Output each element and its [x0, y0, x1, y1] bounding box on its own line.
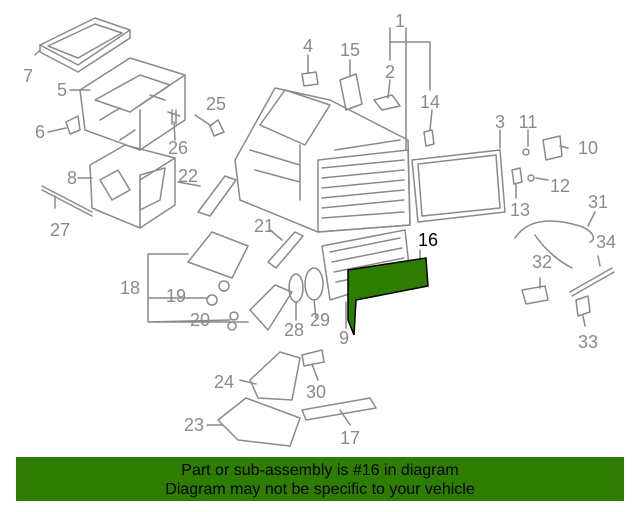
- callout-8[interactable]: 8: [67, 168, 77, 188]
- part-21-drawing: [267, 231, 304, 269]
- callout-15[interactable]: 15: [340, 40, 360, 60]
- banner-line-1: Part or sub-assembly is #16 in diagram: [181, 462, 459, 479]
- part-34-drawing: [569, 267, 615, 297]
- callout-labels: 1 2 3 4 5 6 7 8 9 10 11 12 13 14 15 16 1…: [23, 11, 616, 448]
- banner-line-2: Diagram may not be specific to your vehi…: [165, 481, 475, 498]
- part-6-drawing: [65, 115, 81, 135]
- callout-20[interactable]: 20: [190, 310, 210, 330]
- part-28-drawing: [288, 273, 304, 303]
- part-31-drawing: [514, 220, 595, 269]
- part-20b-drawing: [227, 321, 237, 331]
- callout-3[interactable]: 3: [495, 112, 505, 132]
- part-2-drawing: [373, 94, 401, 111]
- callout-13[interactable]: 13: [510, 200, 530, 220]
- part-32-drawing: [521, 285, 549, 305]
- callout-5[interactable]: 5: [57, 80, 67, 100]
- callout-23[interactable]: 23: [184, 415, 204, 435]
- callout-30[interactable]: 30: [306, 382, 326, 402]
- part-15-drawing: [339, 73, 363, 111]
- part-23-drawing: [217, 397, 301, 447]
- part-8-drawing: [89, 144, 176, 229]
- callout-2[interactable]: 2: [385, 62, 395, 82]
- info-banner: Part or sub-assembly is #16 in diagram D…: [16, 457, 624, 501]
- callout-12[interactable]: 12: [550, 176, 570, 196]
- callout-24[interactable]: 24: [214, 372, 234, 392]
- callout-1[interactable]: 1: [395, 11, 405, 31]
- part-14-drawing: [423, 129, 435, 147]
- callout-27[interactable]: 27: [50, 220, 70, 240]
- part-12-drawing: [527, 174, 535, 182]
- callout-11[interactable]: 11: [519, 112, 538, 132]
- main-housing-drawing: [234, 87, 411, 233]
- callout-16[interactable]: 16: [418, 230, 438, 250]
- parts-diagram: 1 2 3 4 5 6 7 8 9 10 11 12 13 14 15 16 1…: [23, 11, 616, 448]
- callout-17[interactable]: 17: [340, 428, 360, 448]
- callout-21[interactable]: 21: [254, 216, 274, 236]
- callout-25[interactable]: 25: [206, 94, 226, 114]
- part-7-drawing: [39, 17, 131, 73]
- part-22-drawing: [197, 175, 237, 217]
- callout-34[interactable]: 34: [596, 232, 616, 252]
- callout-28[interactable]: 28: [284, 320, 304, 340]
- part-11-drawing: [522, 148, 530, 156]
- part-5-drawing: [79, 57, 186, 151]
- leader-lines: [34, 27, 601, 426]
- part-19b-drawing: [206, 294, 218, 306]
- part-19a-drawing: [218, 280, 230, 292]
- part-17-drawing: [301, 397, 377, 421]
- callout-19[interactable]: 19: [166, 286, 186, 306]
- callout-18[interactable]: 18: [120, 278, 140, 298]
- callout-29[interactable]: 29: [310, 310, 330, 330]
- part-13-drawing: [511, 167, 523, 185]
- part-27-drawing: [41, 185, 93, 217]
- part-33-drawing: [575, 295, 591, 317]
- callout-26[interactable]: 26: [168, 138, 188, 158]
- callout-33[interactable]: 33: [578, 332, 598, 352]
- part-20a-drawing: [229, 311, 239, 321]
- part-25-drawing: [209, 119, 225, 137]
- callout-31[interactable]: 31: [588, 192, 608, 212]
- part-30-drawing: [301, 349, 325, 367]
- part-3-drawing: [411, 149, 506, 223]
- callout-4[interactable]: 4: [303, 36, 313, 56]
- part-20-bracket-drawing: [249, 284, 293, 331]
- part-18-drawing: [187, 231, 249, 279]
- part-4-drawing: [301, 71, 319, 87]
- callout-14[interactable]: 14: [420, 92, 440, 112]
- part-24-drawing: [249, 351, 301, 401]
- callout-7[interactable]: 7: [23, 66, 33, 86]
- callout-22[interactable]: 22: [178, 166, 198, 186]
- callout-32[interactable]: 32: [532, 252, 552, 272]
- part-26-drawing: [167, 109, 181, 125]
- part-16-highlight[interactable]: [347, 257, 429, 336]
- part-29-drawing: [304, 267, 324, 301]
- callout-6[interactable]: 6: [35, 122, 45, 142]
- callout-9[interactable]: 9: [339, 328, 349, 348]
- callout-10[interactable]: 10: [578, 138, 598, 158]
- part-10-drawing: [542, 135, 563, 161]
